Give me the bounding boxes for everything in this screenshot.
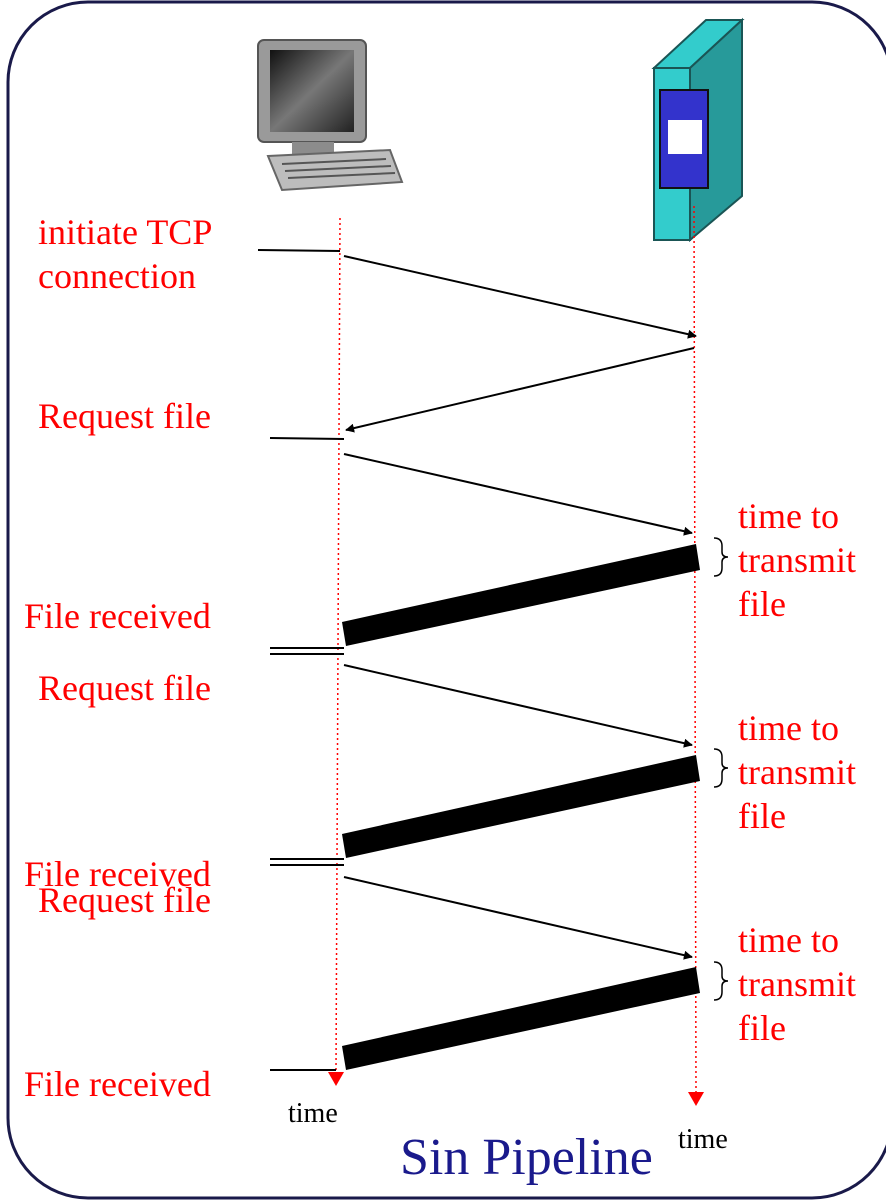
diagram-caption: Sin Pipeline [400,1129,653,1186]
message-request-2 [343,664,693,748]
note-line: time to [738,920,839,960]
note-line: time to [738,708,839,748]
server-timeline [693,205,697,1093]
server-timeline-arrowhead [688,1092,704,1106]
label-line: initiate TCP [38,212,213,252]
label-line: connection [38,256,196,296]
frame-border [6,0,886,1200]
message-request-3 [343,876,693,960]
message-syn-ack [345,347,695,433]
transmit-brace [713,537,729,577]
event-label-file-received: File received [24,854,211,894]
transmit-note: time to transmit file [738,494,856,626]
transmit-note: time to transmit file [738,918,856,1050]
transmit-brace [713,748,729,788]
file-transfer-bar [342,755,700,858]
event-tick [257,249,341,252]
event-label-file-received: File received [24,596,211,636]
message-request-1 [343,453,693,536]
note-line: transmit [738,964,856,1004]
transmit-brace [713,961,729,1001]
transmit-note: time to transmit file [738,706,856,838]
event-label-request-file: Request file [38,668,211,708]
server-tower-icon [651,17,745,243]
server-time-label: time [678,1124,728,1155]
desktop-computer-icon [257,39,404,192]
client-timeline-arrowhead [328,1072,344,1086]
event-label-request-file: Request file [38,880,211,920]
event-label-request-file: Request file [38,396,211,436]
note-line: transmit [738,540,856,580]
note-line: transmit [738,752,856,792]
file-transfer-bar [342,544,700,646]
client-timeline [335,217,341,1073]
file-transfer-bar [342,967,700,1070]
note-line: file [738,1008,786,1048]
client-time-label: time [288,1098,338,1129]
note-line: file [738,584,786,624]
event-label-initiate-tcp: initiate TCP connection [38,210,278,298]
message-syn [343,255,697,339]
event-tick [269,437,345,440]
event-label-file-received: File received [24,1064,211,1104]
note-line: file [738,796,786,836]
note-line: time to [738,496,839,536]
